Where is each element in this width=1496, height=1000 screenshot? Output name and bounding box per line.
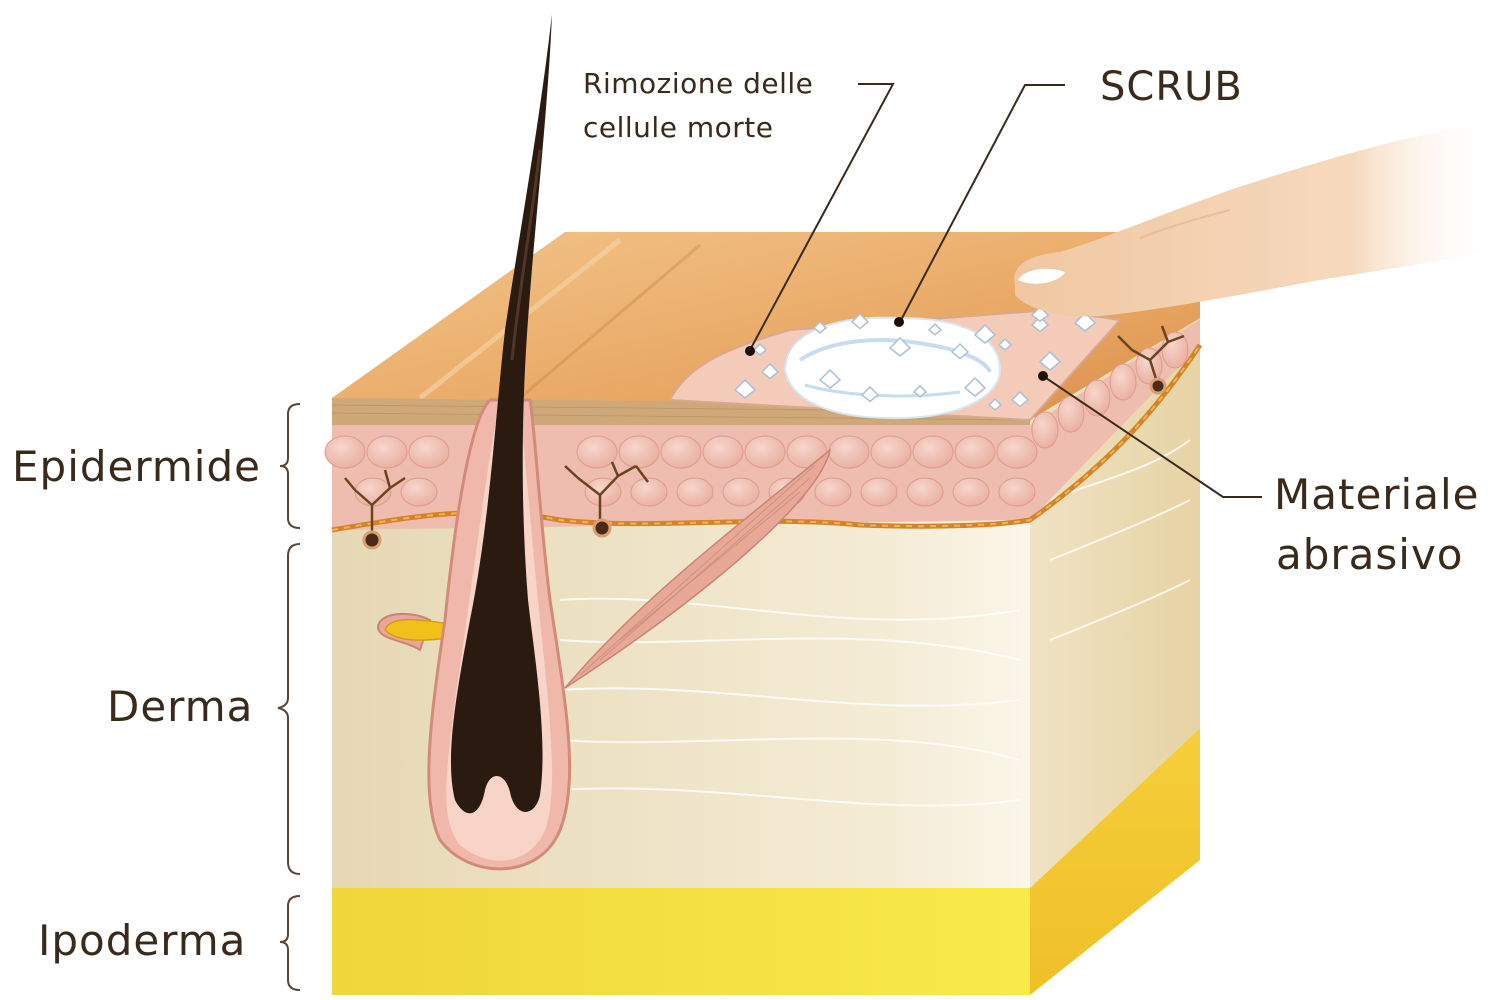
dermis-label: Derma (107, 686, 253, 728)
epidermis-cell (745, 436, 785, 468)
epidermis-cell (953, 478, 989, 506)
epidermis-cell (829, 436, 869, 468)
epidermis-cell (1084, 380, 1110, 416)
dead-cells-label-line1: Rimozione delle (583, 70, 813, 98)
finger (1014, 120, 1496, 316)
epidermis-cell (913, 436, 953, 468)
epidermis-cell (703, 436, 743, 468)
epidermis-cell (577, 436, 617, 468)
epidermis-cell (661, 436, 701, 468)
epidermis-cell (401, 478, 437, 506)
layer-brackets (278, 404, 300, 990)
epidermis-cell (997, 436, 1037, 468)
epidermis-cell (677, 478, 713, 506)
bracket-hypodermis (280, 896, 300, 990)
epidermis-cell (1032, 412, 1058, 448)
scrub-label: SCRUB (1100, 67, 1243, 107)
epidermis-cell (999, 478, 1035, 506)
epidermis-cell (367, 436, 407, 468)
epidermis-cell (861, 478, 897, 506)
epidermis-cell (631, 478, 667, 506)
epidermis-cell (409, 436, 449, 468)
epidermis-cell (1110, 364, 1136, 400)
epidermis-cell (955, 436, 995, 468)
abrasive-label-line1: Materiale (1274, 474, 1479, 516)
bracket-dermis (278, 544, 300, 874)
bracket-epidermis (280, 404, 300, 528)
epidermis-label: Epidermide (12, 446, 261, 488)
epidermis-cell (723, 478, 759, 506)
epidermis-cell (907, 478, 943, 506)
epidermis-cell (871, 436, 911, 468)
dead-cells-label-line2: cellule morte (583, 114, 773, 142)
epidermis-cell (325, 436, 365, 468)
abrasive-label-line2: abrasivo (1276, 534, 1464, 576)
hypodermis-label: Ipoderma (38, 920, 246, 962)
epidermis-cell (619, 436, 659, 468)
epidermis-cell (815, 478, 851, 506)
